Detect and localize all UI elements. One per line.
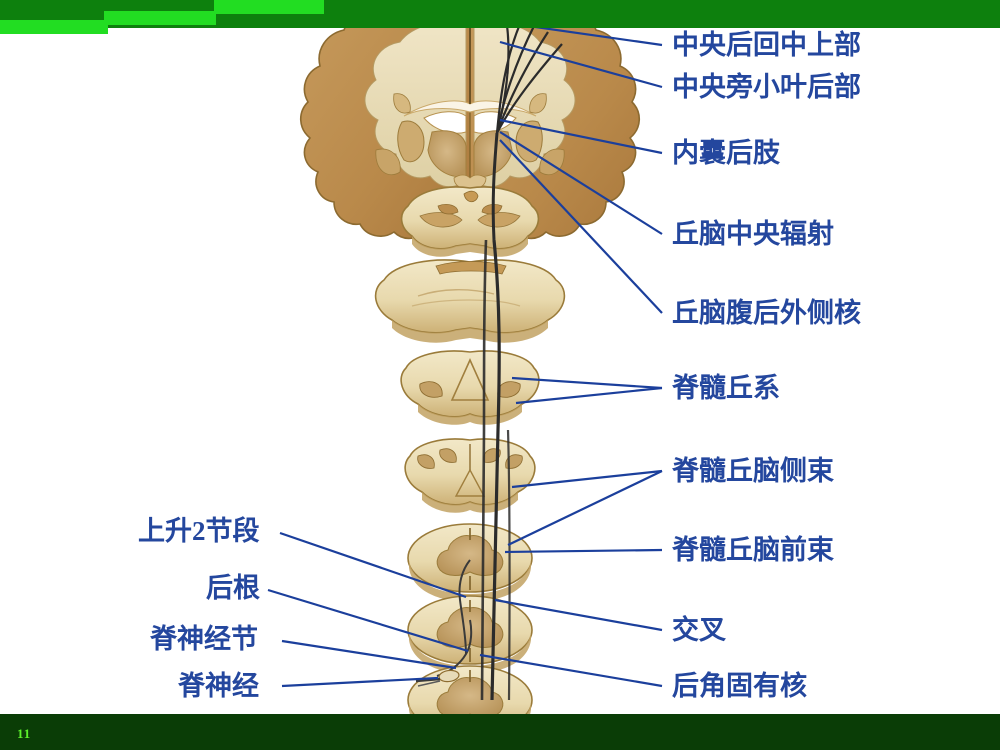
label-spinal-lemniscus: 脊髓丘系 <box>672 373 780 403</box>
medulla-upper-base-shadow <box>418 404 522 425</box>
leader-line-spinal-ganglion <box>281 639 457 670</box>
leader-line-nucleus-proprius <box>479 653 663 688</box>
label-postcentral-gyrus: 中央后回中上部 <box>672 30 861 60</box>
spinal-nerve-branch <box>417 680 441 687</box>
fourth-ventricle-tent <box>450 358 490 401</box>
page-number: 11 <box>17 726 32 741</box>
cord2-base-shadow <box>409 632 531 674</box>
cord1-base-shadow <box>409 560 531 602</box>
dorsal-root-complex <box>415 559 473 687</box>
leader-line-spinal-lemniscus-second <box>515 386 663 405</box>
spinal-nerve-trunk <box>415 677 441 683</box>
spinal-cord-section-1 <box>407 523 533 602</box>
header-block-3 <box>214 0 324 14</box>
main-tract-rod <box>490 239 501 701</box>
leader-line-spinal-lemniscus <box>511 376 663 390</box>
gracile-nucleus-left <box>439 448 457 463</box>
spinothalamic-anterior-rod <box>506 429 511 701</box>
pontine-fiber-detail-2 <box>411 299 521 307</box>
ascending-branch-fiber <box>458 559 471 655</box>
footer-bar <box>0 714 1000 750</box>
leader-line-spinal-nerve <box>281 676 439 688</box>
cuneate-nucleus-left <box>417 454 435 469</box>
medulla-lower-section <box>404 438 536 513</box>
label-posterior-limb-internal-capsule: 内囊后肢 <box>672 138 780 168</box>
leader-line-lateral-spinothalamic-tract <box>511 469 663 489</box>
thalamic-radiation-fan-4 <box>496 43 563 134</box>
label-nucleus-proprius: 后角固有核 <box>672 671 807 701</box>
cerebral-peduncle-left <box>419 212 463 228</box>
cerebral-aqueduct <box>463 190 479 203</box>
medulla-lower-base-shadow <box>422 492 518 513</box>
label-ascend-two-segments: 上升2节段 <box>138 516 260 546</box>
leader-line-decussation <box>494 598 663 632</box>
substantia-nigra-left <box>437 204 459 215</box>
caudate-right <box>529 93 547 114</box>
pontine-fiber-detail <box>417 289 495 297</box>
thalamic-radiation-fan-3 <box>495 31 549 134</box>
pons-section <box>374 259 566 343</box>
label-paracentral-lobule: 中央旁小叶后部 <box>672 72 861 102</box>
temporal-lobe-detail-left <box>375 148 401 176</box>
cerebrum-section <box>299 1 641 240</box>
leader-line-lateral-spinothalamic-second <box>507 470 663 546</box>
label-spinal-nerve: 脊神经 <box>178 671 259 701</box>
internal-capsule-rod <box>491 132 499 241</box>
cord1-gray-matter <box>436 535 504 576</box>
lentiform-nucleus-left <box>397 120 425 163</box>
spinal-cord-section-2 <box>407 595 533 674</box>
leader-line-paracentral-lobule <box>499 40 663 89</box>
thalamic-radiation-fan-5 <box>495 17 510 134</box>
header-block-1 <box>0 20 108 34</box>
midbrain-section <box>400 186 540 257</box>
label-posterior-root: 后根 <box>206 573 260 603</box>
fiber-tract-rods <box>480 17 563 701</box>
inferior-olive-left <box>419 381 443 398</box>
leader-line-central-thalamic-radiation <box>499 131 663 235</box>
spinal-ganglion-body <box>438 669 460 683</box>
label-ventral-posterolateral-nucleus: 丘脑腹后外侧核 <box>672 298 861 328</box>
leader-lines <box>267 20 663 688</box>
label-decussation: 交叉 <box>672 615 726 645</box>
secondary-tract-rod <box>480 239 488 701</box>
label-spinal-ganglion: 脊神经节 <box>150 624 258 654</box>
label-anterior-spinothalamic-tract: 脊髓丘脑前束 <box>672 535 834 565</box>
label-lateral-spinothalamic-tract: 脊髓丘脑侧束 <box>672 456 834 486</box>
leader-line-ventral-posterolateral-nucleus <box>499 139 663 314</box>
lateral-ventricle-left <box>423 111 467 134</box>
header-block-2 <box>104 11 216 25</box>
leader-line-posterior-root <box>267 588 469 653</box>
pons-base-shadow <box>392 320 548 343</box>
leader-line-posterior-limb-internal-capsule <box>499 118 663 155</box>
caudate-left <box>393 93 411 114</box>
leader-line-anterior-spinothalamic-tract <box>504 548 663 554</box>
cerebral-peduncle-right <box>477 212 521 228</box>
label-central-thalamic-radiation: 丘脑中央辐射 <box>672 219 834 249</box>
leader-line-ascend-two-segments <box>279 531 467 599</box>
central-canal-region <box>454 468 486 497</box>
medulla-upper-section <box>400 350 540 425</box>
fourth-ventricle-floor <box>435 261 507 275</box>
midbrain-base-shadow <box>412 236 528 257</box>
